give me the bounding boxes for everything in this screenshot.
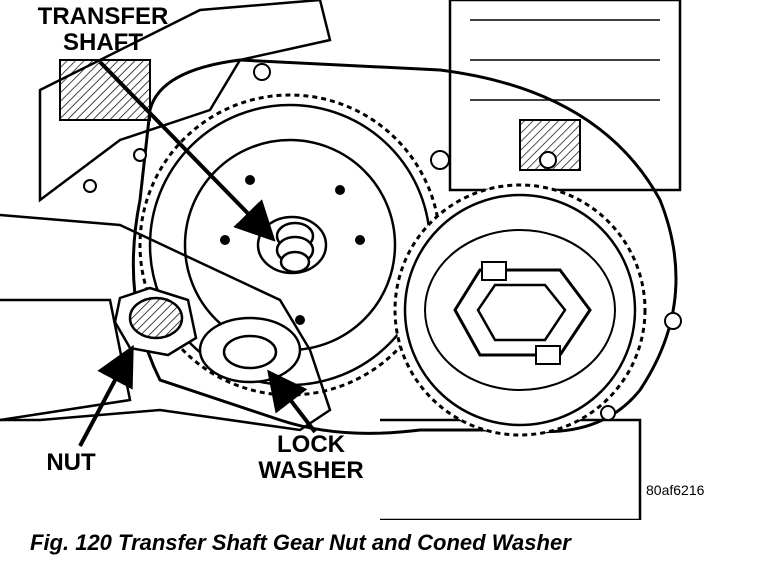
- figure-caption: Fig. 120 Transfer Shaft Gear Nut and Con…: [30, 530, 571, 555]
- nut-label: NUT: [46, 449, 96, 476]
- arrow-lock-washer: [267, 369, 317, 434]
- output-gear: [393, 183, 647, 437]
- lock-washer-label-line2: WASHER: [258, 457, 364, 484]
- lock-washer: [198, 316, 302, 384]
- cover-plate: [131, 58, 678, 435]
- transfer-shaft: [256, 215, 328, 275]
- lock-washer-label-line1: LOCK: [277, 431, 345, 458]
- transfer-shaft-diagram: [0, 0, 682, 520]
- nut: [113, 286, 198, 357]
- arrow-nut: [78, 344, 134, 447]
- leader-arrows: [78, 60, 317, 447]
- transfer-shaft-label-line2: SHAFT: [63, 29, 143, 56]
- lock-washer-label: LOCK WASHER: [246, 432, 376, 484]
- bolt-holes: [83, 63, 682, 421]
- hand: [0, 213, 332, 432]
- transfer-shaft-label-line1: TRANSFER: [37, 3, 169, 30]
- figure-code: 80af6216: [646, 482, 705, 498]
- arrow-transfer-shaft: [98, 60, 276, 242]
- transfer-shaft-label: TRANSFER SHAFT: [18, 4, 188, 56]
